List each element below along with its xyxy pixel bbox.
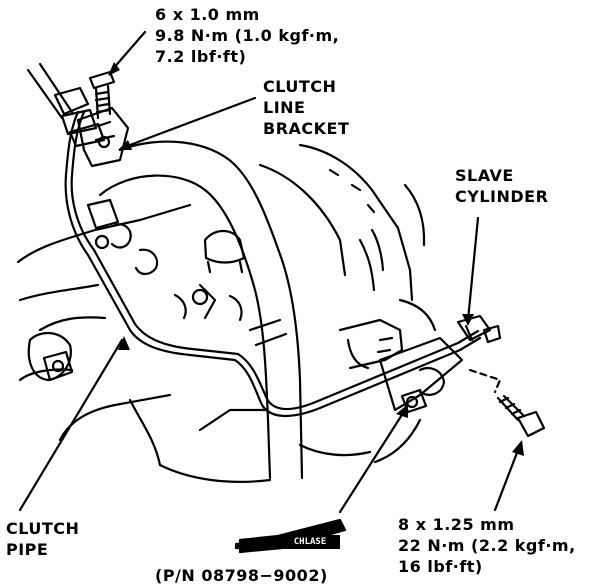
clutch-line-bracket-label: CLUTCH LINE BRACKET [263, 76, 349, 139]
bolt-top-spec-line-2: 9.8 N·m (1.0 kgf·m, [155, 26, 340, 45]
bolt-bottom-spec: 8 x 1.25 mm 22 N·m (2.2 kgf·m, 16 lbf·ft… [398, 514, 576, 577]
clutch-pipe-label-line-2: PIPE [6, 540, 49, 559]
large-hose [98, 140, 304, 480]
slave-cylinder-assembly [378, 314, 502, 414]
bolt-6mm [88, 70, 116, 120]
clutch-line-bracket [76, 106, 130, 168]
bolt-bottom-spec-line-2: 22 N·m (2.2 kgf·m, [398, 536, 576, 555]
hydraulic-hose-top [26, 62, 106, 148]
mounting-bosses [86, 198, 209, 306]
bolt-bottom-spec-line-1: 8 x 1.25 mm [398, 515, 515, 534]
transmission-housing [16, 143, 437, 483]
clutch-pipe-line [64, 110, 482, 418]
clutch-pipe-label: CLUTCH PIPE [6, 518, 79, 560]
bolt-top-spec-line-1: 6 x 1.0 mm [155, 5, 260, 24]
slave-cylinder-label-line-1: SLAVE [455, 166, 514, 185]
left-mount [27, 332, 74, 382]
arrowheads [108, 62, 524, 456]
part-number-label: (P/N 08798−9002) [155, 566, 328, 585]
clutch-pipe-label-line-1: CLUTCH [6, 519, 80, 538]
clutch-line-bracket-label-line-2: LINE [263, 98, 306, 117]
slave-cylinder-label-line-2: CYLINDER [455, 187, 549, 206]
bolt-bottom-spec-line-3: 16 lbf·ft) [398, 557, 483, 576]
clutch-line-bracket-label-line-3: BRACKET [263, 119, 350, 138]
bolt-8mm [468, 368, 546, 438]
bolt-top-spec-line-3: 7.2 lbf·ft) [155, 47, 247, 66]
sealant-tube-label: CHLASE [280, 535, 340, 549]
clutch-line-bracket-label-line-1: CLUTCH [263, 77, 337, 96]
leader-lines [18, 30, 522, 514]
bolt-top-spec: 6 x 1.0 mm 9.8 N·m (1.0 kgf·m, 7.2 lbf·f… [155, 4, 339, 67]
slave-cylinder-label: SLAVE CYLINDER [455, 165, 548, 207]
